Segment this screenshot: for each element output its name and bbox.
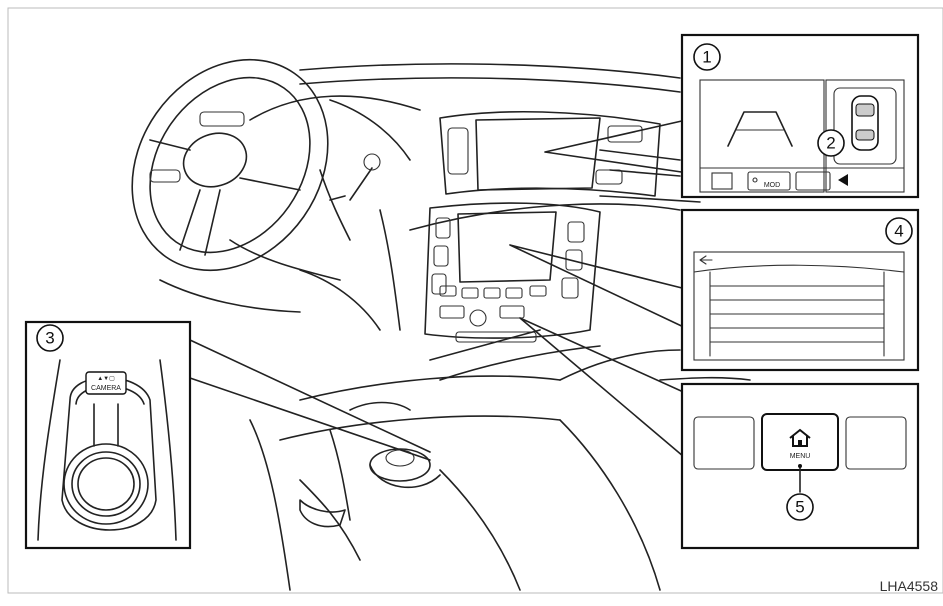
figure-code: LHA4558 [880, 578, 939, 594]
right-hard-button [845, 416, 907, 470]
left-hard-button [693, 416, 755, 470]
dashboard-lineart [131, 58, 751, 591]
menu-label: MENU [790, 453, 811, 460]
home-icon [789, 428, 811, 447]
callout-4: 4 [885, 217, 913, 245]
svg-text:1: 1 [702, 48, 711, 67]
panel-menu-button: MENU [680, 382, 920, 550]
callout-5: 5 [786, 493, 814, 521]
parking-guide-lines [727, 111, 793, 147]
bar-left-button [711, 172, 733, 190]
svg-text:3: 3 [45, 329, 54, 348]
car-top-view-icon [833, 87, 897, 165]
back-arrow-icon [699, 255, 713, 265]
svg-text:4: 4 [894, 222, 903, 241]
leader-lines [189, 117, 696, 463]
callout-1: 1 [693, 43, 721, 71]
svg-text:2: 2 [826, 134, 835, 153]
figure-frame [7, 7, 943, 594]
mod-label: MOD [764, 182, 780, 189]
panel-camera-switch: ▲▼▢ CAMERA [24, 320, 192, 550]
list-rows [709, 271, 885, 357]
camera-label: CAMERA [91, 385, 121, 392]
mod-button [747, 171, 791, 191]
panel-upper-display: MOD [680, 33, 920, 199]
callout-2: 2 [817, 129, 845, 157]
panel-lower-display [680, 208, 920, 372]
callout-3: 3 [36, 324, 64, 352]
bar-right-button [795, 171, 831, 191]
camera-button-icon-label: ▲▼▢ [97, 376, 115, 382]
camera-button [85, 371, 127, 395]
svg-text:5: 5 [795, 498, 804, 517]
